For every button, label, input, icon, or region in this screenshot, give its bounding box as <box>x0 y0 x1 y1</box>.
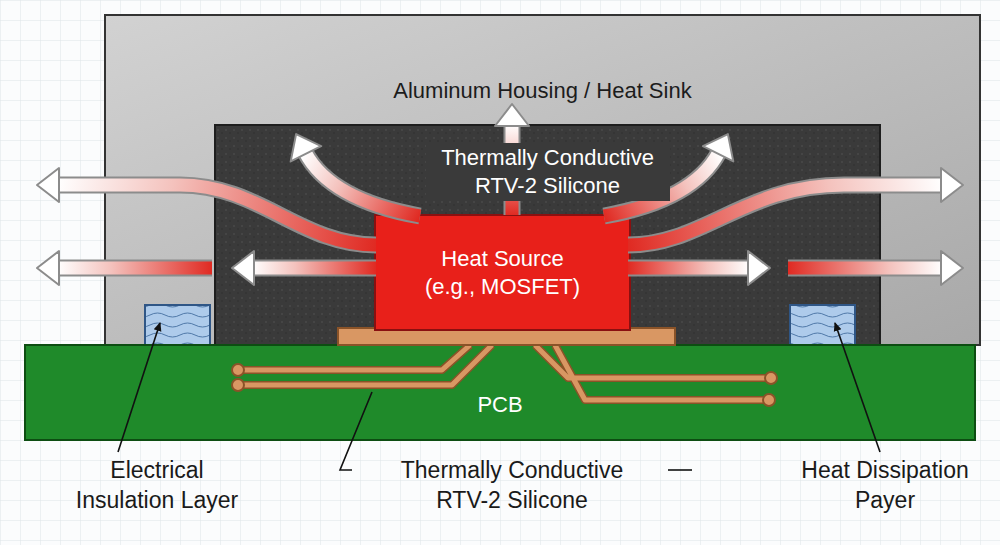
heat-arrow <box>628 168 963 245</box>
callout-label: Electrical Insulation Layer <box>62 455 252 515</box>
heat-source-box: Heat Source (e.g., MOSFET) <box>375 215 630 330</box>
heat-arrow <box>628 251 770 285</box>
pcb-box: PCB <box>25 345 975 440</box>
leader-lines <box>118 323 880 470</box>
node-label: Aluminum Housing / Heat Sink <box>293 77 793 105</box>
node-label: PCB <box>400 391 600 419</box>
silicone-region: Thermally Conductive RTV-2 SiliconeHeat … <box>215 125 880 345</box>
node-label: Heat Source (e.g., MOSFET) <box>418 245 588 301</box>
callout-label: Heat Dissipation Payer <box>780 455 990 515</box>
pcb-board <box>25 345 975 440</box>
heat-arrow <box>232 251 376 285</box>
heat-source-body <box>375 215 630 330</box>
housing-box: Aluminum Housing / Heat SinkThermally Co… <box>105 15 980 345</box>
node-label: Thermally Conductive RTV-2 Silicone <box>426 143 670 201</box>
aluminum-housing <box>105 15 980 345</box>
callout-label: Thermally Conductive RTV-2 Silicone <box>372 455 652 515</box>
dissipation-pad <box>790 305 855 345</box>
heat-arrow <box>37 168 376 245</box>
heat-arrow <box>37 251 212 285</box>
heat-arrow <box>788 251 963 285</box>
heat-arrow <box>291 134 420 216</box>
